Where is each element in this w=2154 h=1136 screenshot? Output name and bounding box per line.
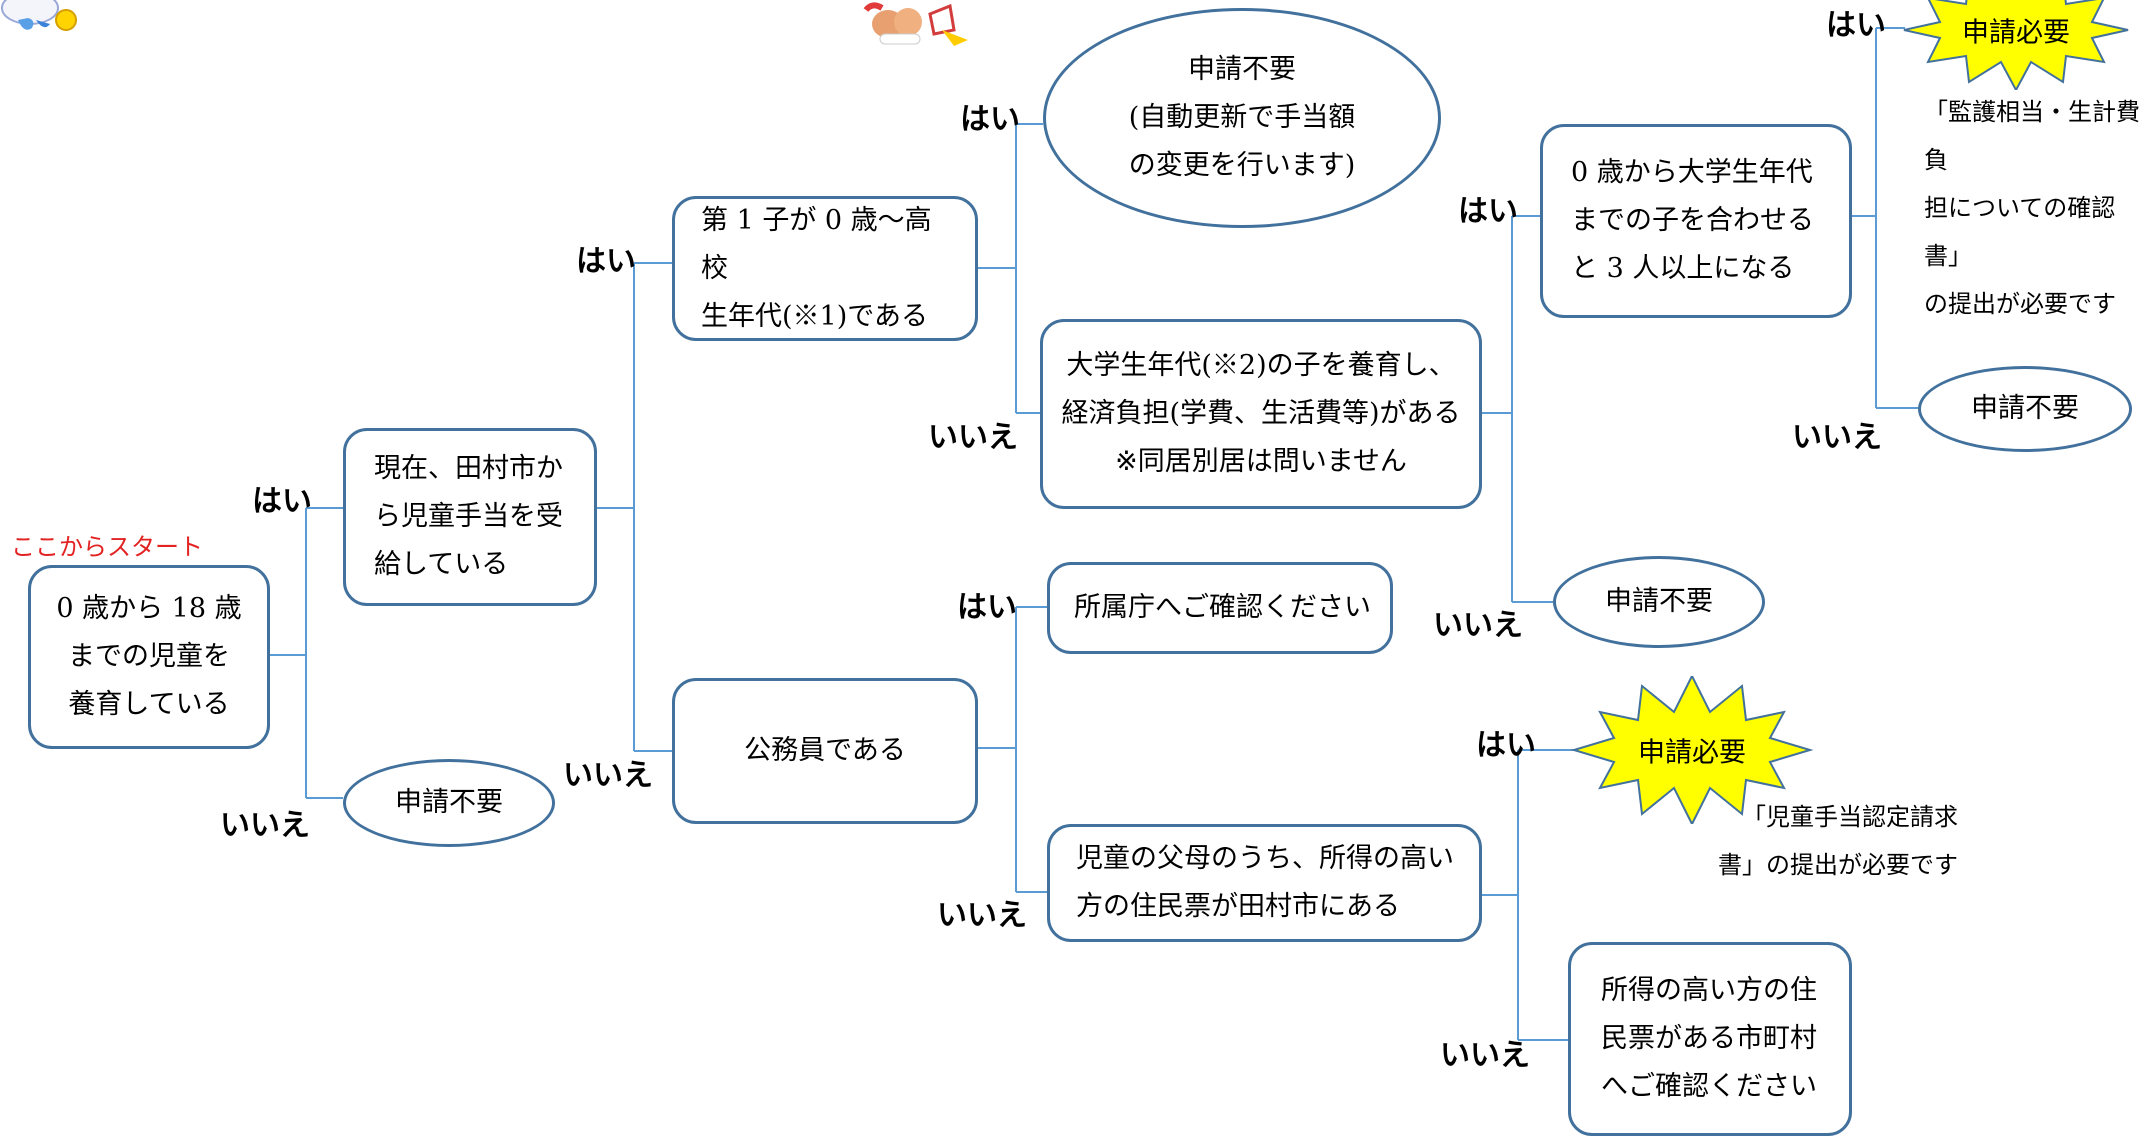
answer-no: いいえ [1792, 420, 1882, 455]
node-first-child-age: 第 1 子が 0 歳～高校 生年代(※1)である [672, 196, 978, 341]
answer-no: いいえ [928, 420, 1018, 455]
answer-no: いいえ [937, 898, 1027, 933]
node-agency-confirm: 所属庁へご確認ください [1047, 562, 1393, 654]
result-auto-update: 申請不要 (自動更新で手当額 の変更を行います) [1043, 8, 1441, 228]
node-receiving-allowance: 現在、田村市か ら児童手当を受 給している [343, 428, 597, 606]
node-three-children: 0 歳から大学生年代 までの子を合わせる と 3 人以上になる [1540, 124, 1852, 318]
required-label: 申請必要 [1962, 17, 2070, 49]
node-parent-residence: 児童の父母のうち、所得の高い 方の住民票が田村市にある [1047, 824, 1482, 942]
note-claim-form: 「児童手当認定請求 書」の提出が必要です [1718, 803, 1958, 879]
node-university-support: 大学生年代(※2)の子を養育し、 経済負担(学費、生活費等)がある ※同居別居は… [1040, 319, 1482, 509]
answer-yes: はい [1476, 728, 1536, 763]
answer-yes: はい [252, 484, 312, 519]
answer-no: いいえ [563, 758, 653, 793]
node-civil-servant: 公務員である [672, 678, 978, 824]
answer-no: いいえ [1440, 1038, 1530, 1073]
node-other-city-confirm: 所得の高い方の住 民票がある市町村 へご確認ください [1568, 942, 1852, 1136]
required-label: 申請必要 [1638, 737, 1746, 769]
mascot-icon [1, 0, 77, 31]
answer-yes: はい [1458, 194, 1518, 229]
note-custody-form: 「監護相当・生計費負 担についての確認書」 の提出が必要です [1924, 98, 2140, 318]
start-label: ここからスタート [11, 533, 203, 561]
result-required-three: 申請必要 [1896, 0, 2136, 93]
answer-yes: はい [957, 590, 1017, 625]
answer-yes: はい [576, 244, 636, 279]
result-not-required-three: 申請不要 [1918, 366, 2132, 452]
result-required-residence: 申請必要 [1570, 673, 1814, 827]
answer-yes: はい [960, 102, 1020, 137]
answer-no: いいえ [220, 808, 310, 843]
mascot-group-icon [863, 2, 968, 46]
node-raising-children: 0 歳から 18 歳 までの児童を 養育している [28, 565, 270, 749]
result-not-required-university: 申請不要 [1553, 556, 1765, 648]
answer-yes: はい [1826, 8, 1886, 43]
answer-no: いいえ [1433, 608, 1523, 643]
result-not-required-root: 申請不要 [343, 759, 555, 847]
